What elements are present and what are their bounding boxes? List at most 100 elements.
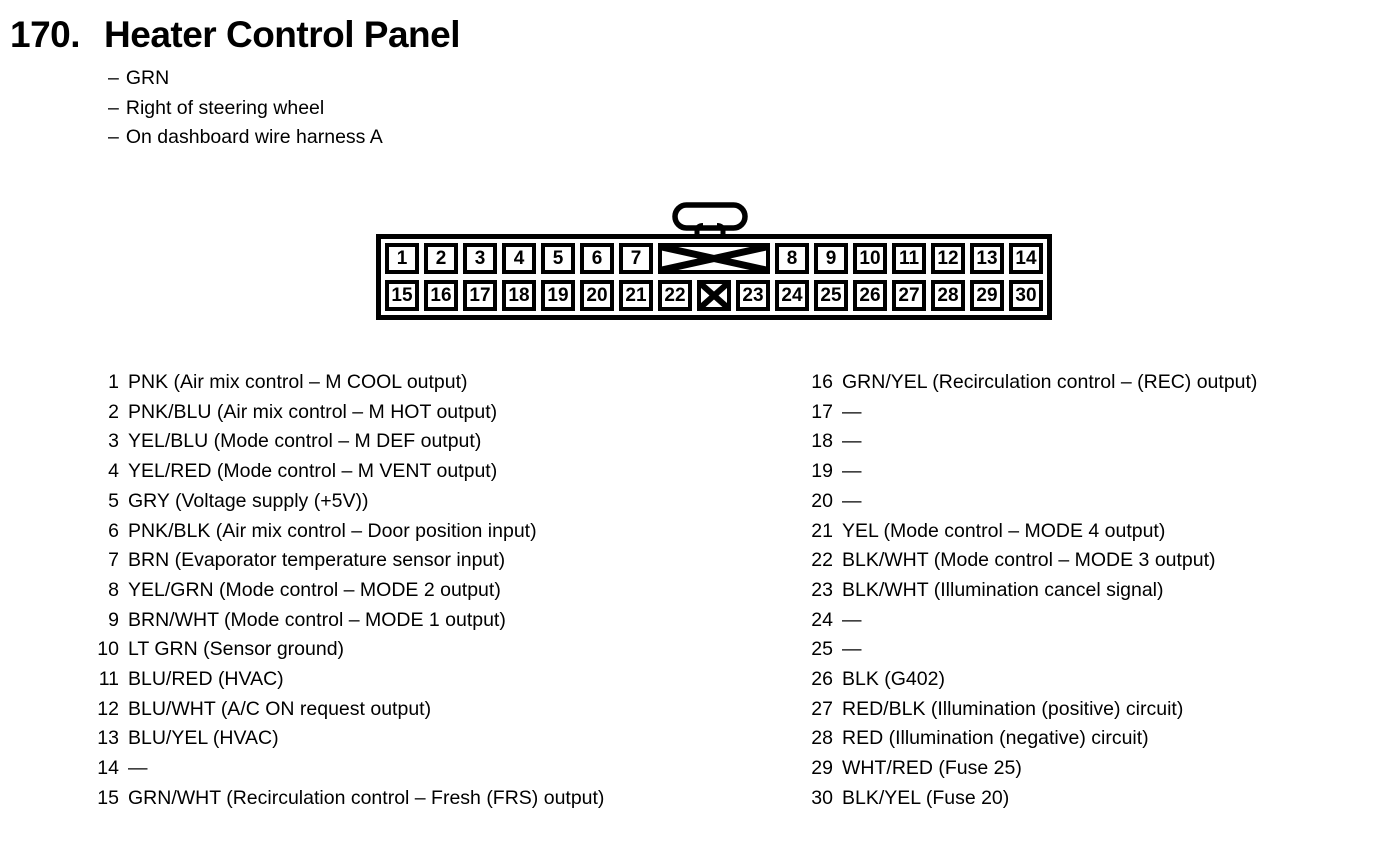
connector-pin-1: 1: [385, 243, 419, 274]
pin-number: 25: [811, 638, 833, 661]
pin-number: 20: [811, 489, 833, 512]
pin-description: GRY (Voltage supply (+5V)): [128, 489, 369, 512]
note-line: – On dashboard wire harness A: [108, 123, 383, 153]
pin-row: 5 GRY (Voltage supply (+5V)): [96, 487, 604, 517]
pin-number: 19: [811, 460, 833, 483]
connector-latch-icon: [672, 202, 748, 238]
connector-pin-11: 11: [892, 243, 926, 274]
page-title: 170. Heater Control Panel: [10, 14, 460, 56]
pin-description: PNK/BLK (Air mix control – Door position…: [128, 519, 537, 542]
pin-number: 2: [108, 400, 119, 423]
blocked-slot-narrow: [697, 280, 731, 311]
connector-notes: – GRN – Right of steering wheel – On das…: [108, 64, 383, 153]
pin-row: 15 GRN/WHT (Recirculation control – Fresh…: [96, 784, 604, 814]
connector-pin-25: 25: [814, 280, 848, 311]
pin-number: 6: [108, 519, 119, 542]
pin-row: 3 YEL/BLU (Mode control – M DEF output): [96, 427, 604, 457]
connector-pin-14: 14: [1009, 243, 1043, 274]
connector-pin-8: 8: [775, 243, 809, 274]
pin-row: 19 —: [810, 457, 1257, 487]
pin-number: 28: [811, 727, 833, 750]
dash-bullet: –: [108, 126, 119, 148]
pin-number: 7: [108, 549, 119, 572]
pin-number: 10: [97, 638, 119, 661]
pin-description: PNK (Air mix control – M COOL output): [128, 371, 468, 393]
pin-description: RED/BLK (Illumination (positive) circuit…: [842, 697, 1184, 720]
pin-row: 28 RED (Illumination (negative) circuit): [810, 724, 1257, 754]
pin-row: 27 RED/BLK (Illumination (positive) circu…: [810, 695, 1257, 725]
connector-pin-5: 5: [541, 243, 575, 274]
connector-pin-9: 9: [814, 243, 848, 274]
pin-description: GRN/WHT (Recirculation control – Fresh (…: [128, 786, 605, 809]
connector-diagram: 1 2 3 4 5 6 7 8 9 10 11 12 13 14 15 16 1…: [376, 234, 1052, 320]
dash-bullet: –: [108, 67, 119, 89]
connector-pin-21: 21: [619, 280, 653, 311]
pin-number: 13: [97, 727, 119, 750]
pin-description: BLU/RED (HVAC): [128, 668, 284, 691]
pin-row: 24—: [810, 606, 1257, 636]
pin-number: 4: [108, 460, 119, 483]
pin-description: BLK/WHT (Mode control – MODE 3 output): [842, 549, 1216, 572]
pin-description: BLK/YEL (Fuse 20): [842, 786, 1010, 809]
pin-number: 26: [811, 668, 833, 691]
pin-description: LT GRN (Sensor ground): [128, 638, 345, 661]
pin-number: 1: [108, 371, 119, 393]
pin-number: 14: [97, 757, 119, 780]
connector-pin-13: 13: [970, 243, 1004, 274]
blocked-slot-wide: [658, 243, 770, 274]
pin-row: 11 BLU/RED (HVAC): [96, 665, 604, 695]
pin-number: 11: [98, 668, 119, 691]
note-text: GRN: [125, 67, 170, 89]
pin-number: 18: [811, 430, 833, 453]
pin-description: YEL/GRN (Mode control – MODE 2 output): [128, 578, 501, 601]
pin-description: RED (Illumination (negative) circuit): [842, 727, 1149, 750]
pin-number: 3: [108, 430, 119, 453]
pin-description: BLK/WHT (Illumination cancel signal): [842, 578, 1164, 601]
connector-pin-10: 10: [853, 243, 887, 274]
pin-row: 1 PNK (Air mix control – M COOL output): [96, 368, 604, 398]
connector-pin-4: 4: [502, 243, 536, 274]
pin-number: 16: [811, 371, 833, 393]
dash-bullet: –: [108, 96, 119, 119]
pin-number: 17: [811, 400, 833, 423]
connector-pin-2: 2: [424, 243, 458, 274]
pin-row: 25—: [810, 635, 1257, 665]
pin-row: 10 LT GRN (Sensor ground): [96, 635, 604, 665]
pin-number: 8: [108, 578, 119, 601]
pin-description: BLU/WHT (A/C ON request output): [128, 697, 432, 720]
pin-list-left: 1 PNK (Air mix control – M COOL output) 2…: [96, 368, 604, 814]
connector-pin-19: 19: [541, 280, 575, 311]
pin-number: 15: [97, 786, 119, 809]
connector-pin-22: 22: [658, 280, 692, 311]
x-cross-icon: [701, 284, 727, 307]
pin-description: —: [842, 489, 862, 512]
connector-pin-20: 20: [580, 280, 614, 311]
pin-number: 27: [811, 697, 833, 720]
pin-row: 18—: [810, 427, 1257, 457]
note-text: On dashboard wire harness A: [125, 126, 383, 148]
pin-description: YEL/BLU (Mode control – M DEF output): [128, 430, 482, 453]
pin-description: —: [842, 460, 862, 483]
pin-number: 5: [108, 489, 119, 512]
note-line: – Right of steering wheel: [108, 94, 383, 124]
section-number: 170.: [10, 14, 81, 55]
connector-pin-28: 28: [931, 280, 965, 311]
pin-row: 14 —: [96, 754, 604, 784]
pin-description: BRN/WHT (Mode control – MODE 1 output): [128, 608, 506, 631]
connector-pin-30: 30: [1009, 280, 1043, 311]
connector-pin-29: 29: [970, 280, 1004, 311]
pin-row: 8 YEL/GRN (Mode control – MODE 2 output): [96, 576, 604, 606]
pin-number: 29: [811, 757, 833, 780]
pin-description: —: [128, 757, 148, 780]
connector-pin-26: 26: [853, 280, 887, 311]
